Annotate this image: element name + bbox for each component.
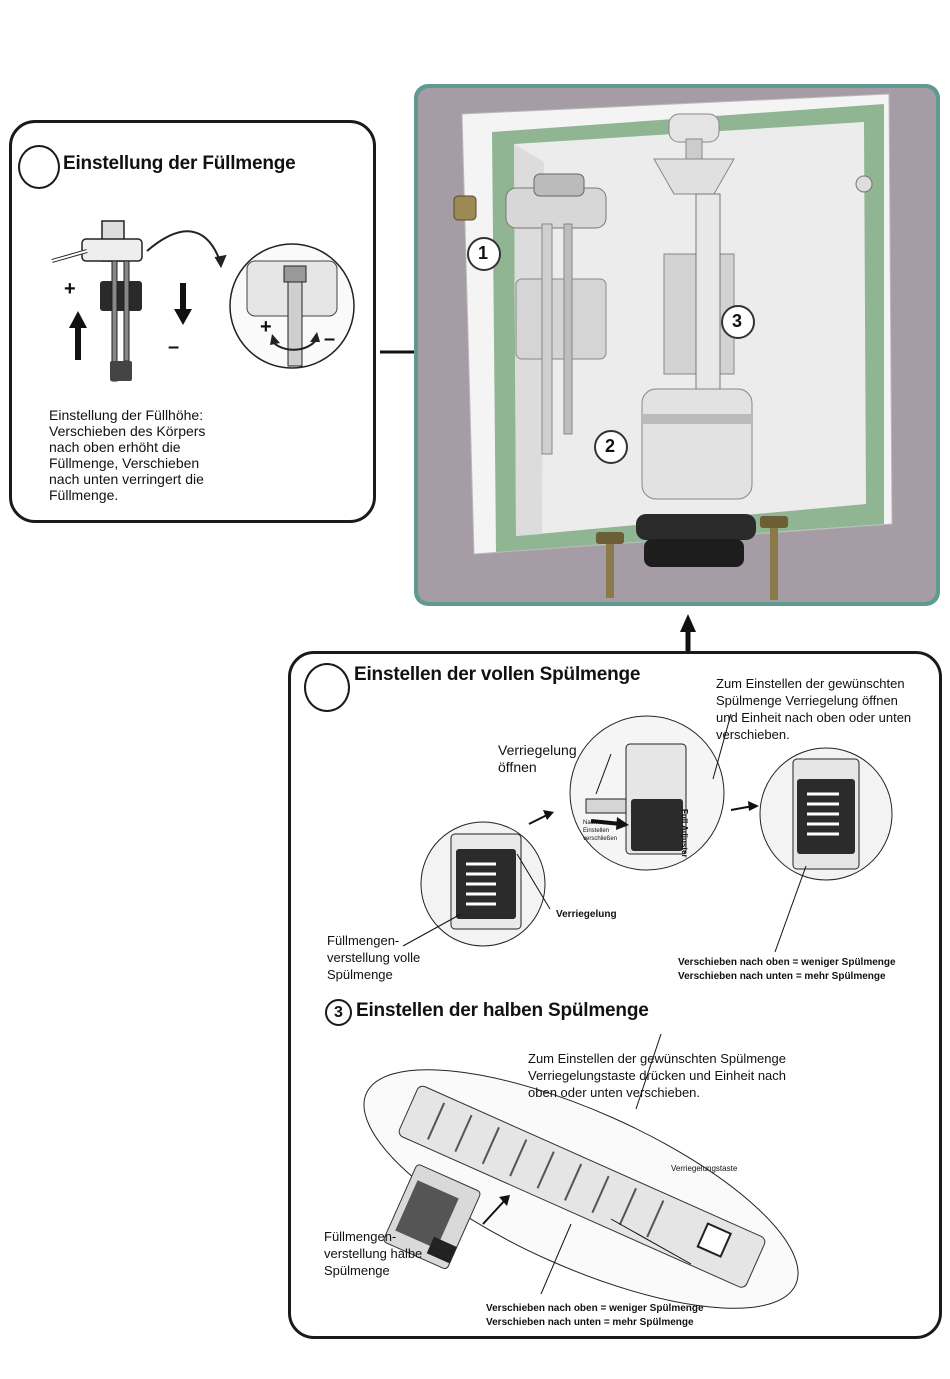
flush-volume-panel: Einstellen der vollen Spülmenge Zum Eins…	[288, 651, 942, 1339]
cistern-illustration	[453, 93, 893, 600]
plus-left-label: +	[64, 278, 76, 300]
callout-2: 2	[605, 436, 616, 456]
full-flush-instruction: Zum Einstellen der gewünschten Spülmenge…	[716, 676, 912, 742]
minus-right-label: –	[324, 328, 336, 350]
label-lock: Verriegelung	[556, 909, 617, 920]
fill-level-panel: Einstellung der Füllmenge + – + – Einste…	[9, 120, 376, 523]
half-flush-instruction: Zum Einstellen der gewünschten Spülmenge…	[528, 1051, 787, 1100]
arrow-to-cistern-up	[680, 614, 696, 652]
section-number-3: 3	[325, 999, 352, 1026]
fill-level-title: Einstellung der Füllmenge	[63, 153, 296, 174]
note-full-flush: Verschieben nach oben = weniger Spülmeng…	[678, 957, 896, 982]
callout-1: 1	[478, 243, 489, 263]
label-half-flush-adjust: Füllmengen- verstellung halbe Spülmenge	[324, 1229, 423, 1278]
minus-left-label: –	[168, 336, 180, 358]
plus-right-label: +	[260, 316, 272, 338]
full-flush-title: Einstellen der vollen Spülmenge	[354, 664, 641, 685]
callout-3: 3	[732, 311, 743, 331]
full-flush-illustration	[363, 713, 893, 1309]
label-lock-open: Verriegelung öffnen	[498, 742, 577, 775]
note-half-flush: Verschieben nach oben = weniger Spülmeng…	[486, 1303, 704, 1328]
section-number-circle-empty-2	[304, 663, 350, 712]
label-full-flush-adjust: Füllmengen- verstellung volle Spülmenge	[327, 933, 421, 982]
section-number-circle-empty	[18, 145, 60, 189]
fill-valve-illustration	[51, 220, 355, 382]
device-text: Full Adjuster	[680, 809, 689, 858]
fill-level-description: Einstellung der Füllhöhe: Verschieben de…	[49, 407, 206, 503]
label-lock-button: Verriegelungstaste	[671, 1164, 738, 1173]
mini-text: Nach Einstellen verschließen	[583, 820, 618, 842]
half-flush-title: Einstellen der halben Spülmenge	[356, 1000, 649, 1021]
